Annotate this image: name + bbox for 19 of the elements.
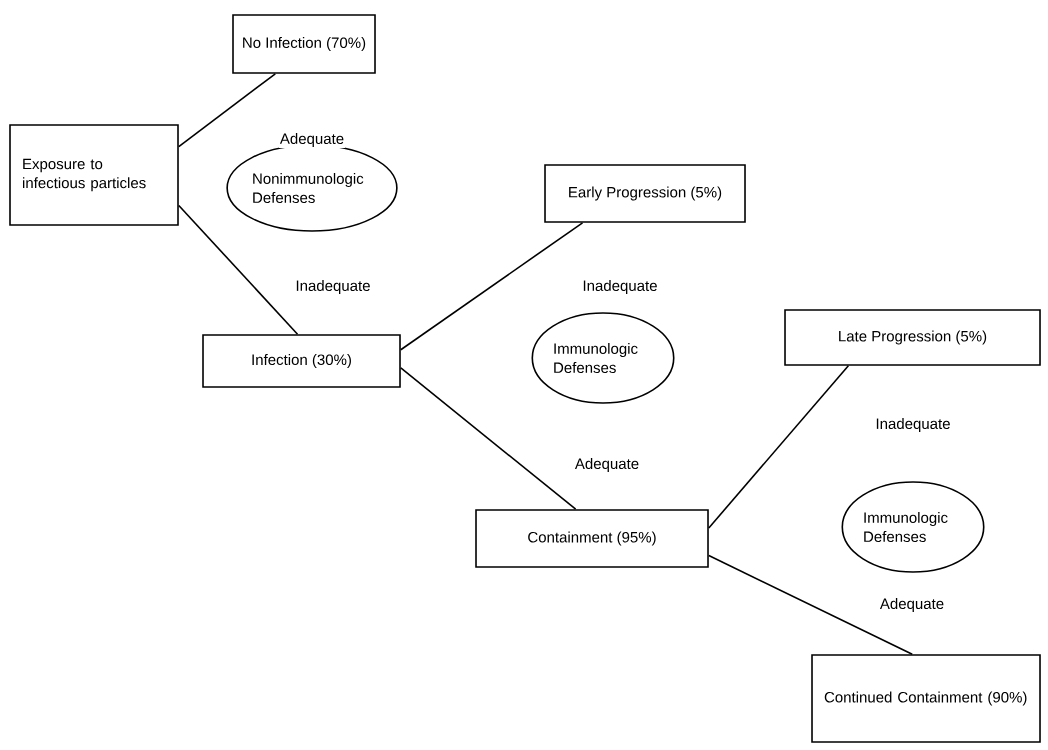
- outcome-box: Infection (30%): [202, 334, 401, 388]
- outcome-box: Containment (95%): [475, 509, 709, 568]
- connector-line: [708, 554, 914, 655]
- connector-line: [400, 222, 584, 351]
- connector-line: [178, 73, 277, 148]
- outcome-box: Continued Containment (90%): [811, 654, 1041, 743]
- outcome-box: No Infection (70%): [232, 14, 376, 74]
- outcome-box: Early Progression (5%): [544, 164, 746, 223]
- connector-line: [708, 365, 850, 529]
- edge-label: Inadequate: [874, 417, 952, 433]
- edge-label: Adequate: [278, 132, 346, 148]
- connector-line: [400, 367, 577, 510]
- edge-label: Adequate: [878, 597, 946, 613]
- edge-label: Inadequate: [581, 279, 659, 295]
- connector-line: [178, 204, 299, 335]
- outcome-box: Exposure to infectious particles: [9, 124, 179, 226]
- edge-label: Inadequate: [294, 279, 372, 295]
- outcome-box: Late Progression (5%): [784, 309, 1041, 366]
- edge-label: Adequate: [573, 457, 641, 473]
